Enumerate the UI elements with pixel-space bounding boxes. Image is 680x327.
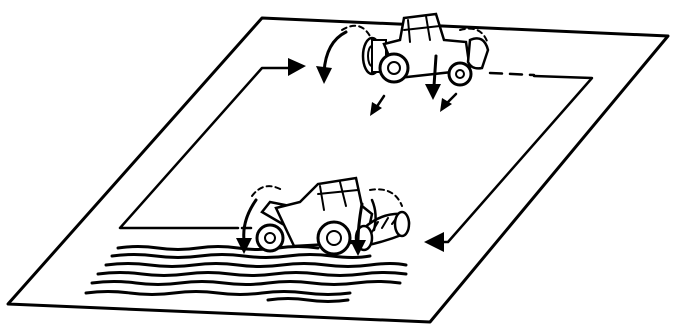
arrow-implement-lower [244,200,256,240]
tractor-bottom-lowered-implement [252,178,409,254]
arrow-implement-lower [236,238,252,254]
arrow-turn [424,232,444,252]
arrow-implement-lower [434,56,436,86]
arrow-implement-lower [425,84,441,100]
arrow-implement-lift [316,66,332,84]
arrow-turn [288,58,306,76]
tractor-top-raised-implement [342,14,488,85]
arrow-implement-lift [324,32,346,72]
